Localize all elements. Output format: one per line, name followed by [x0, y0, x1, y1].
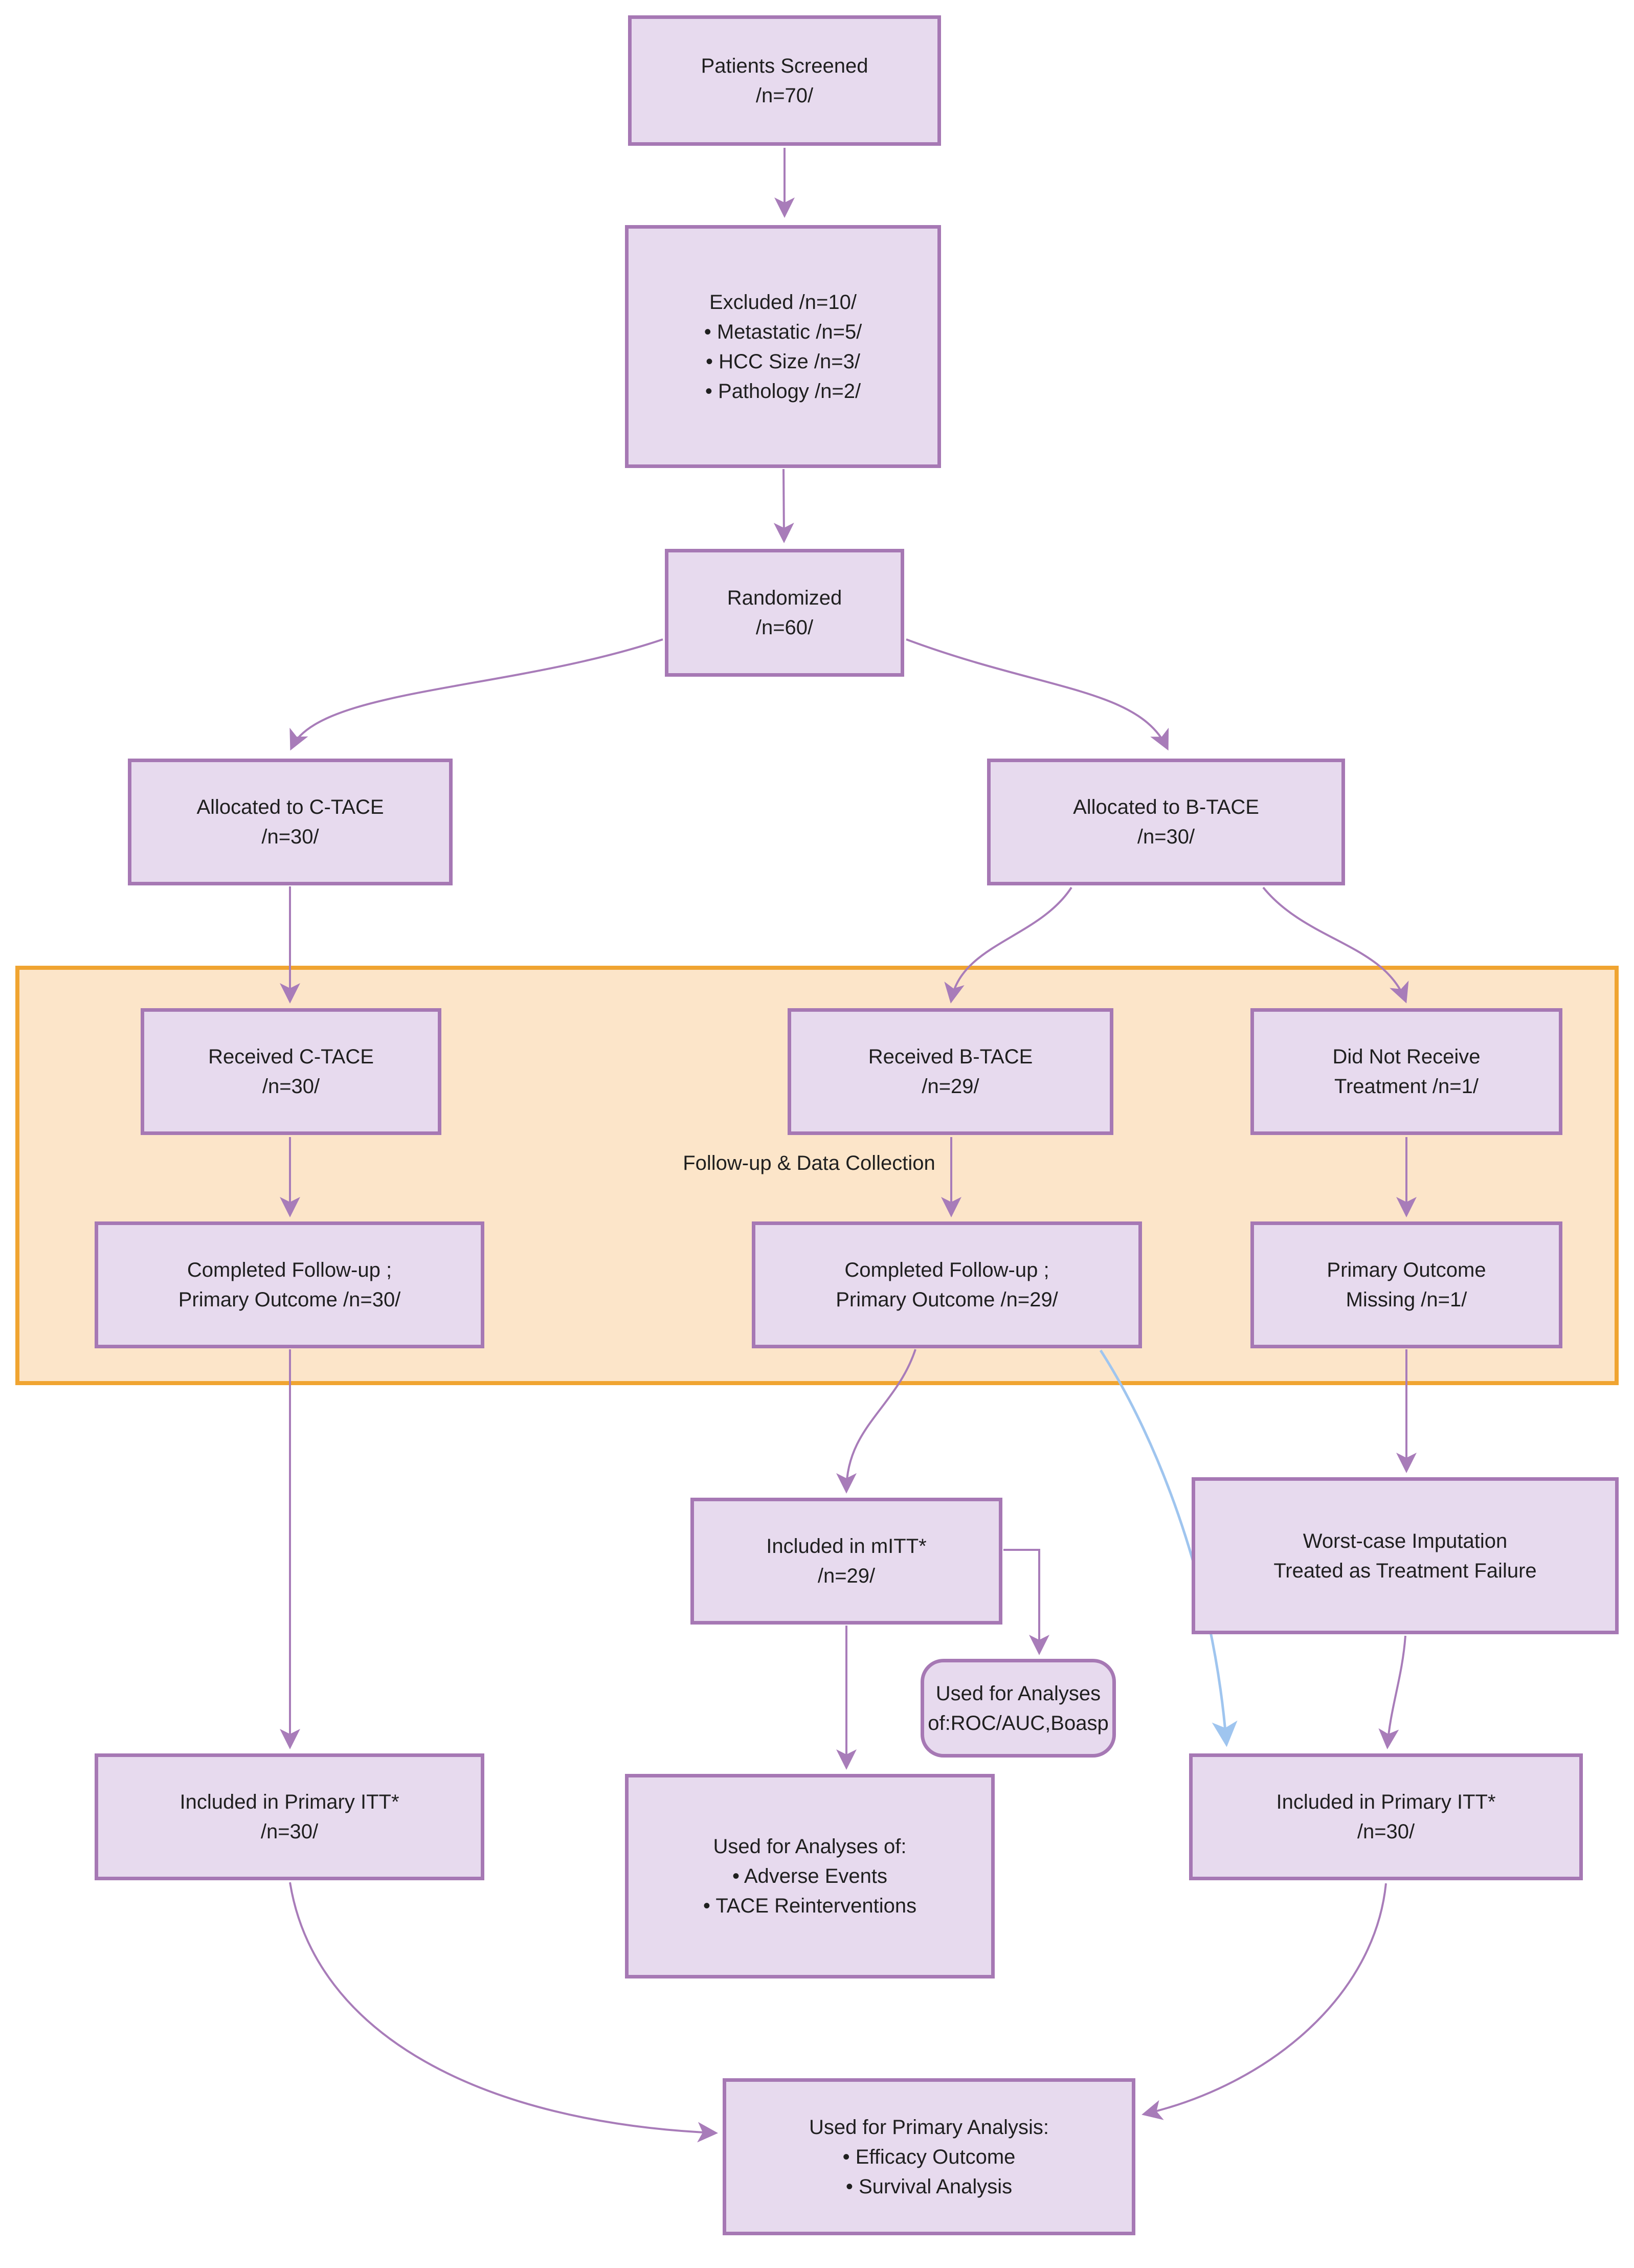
box-line: of:ROC/AUC,Boasp [928, 1711, 1109, 1735]
box-line: Treated as Treatment Failure [1273, 1559, 1537, 1582]
box-received-ctace: Received C-TACE /n=30/ [141, 1008, 441, 1135]
box-included-mitt: Included in mITT* /n=29/ [690, 1498, 1002, 1625]
box-included-itt-left: Included in Primary ITT* /n=30/ [95, 1753, 484, 1880]
box-line: Allocated to C-TACE [196, 796, 384, 818]
followup-region-label: Follow-up & Data Collection [683, 1152, 935, 1174]
box-line: /n=29/ [817, 1565, 876, 1587]
box-line: Completed Follow-up ; [844, 1259, 1049, 1281]
arrow-mitt-to-rocanalyses [1003, 1549, 1049, 1655]
box-line: Treatment /n=1/ [1334, 1075, 1479, 1098]
box-received-btace: Received B-TACE /n=29/ [788, 1008, 1113, 1135]
box-line: • Adverse Events [732, 1865, 888, 1887]
box-line: • Efficacy Outcome [842, 2145, 1016, 2168]
box-line: Randomized [727, 587, 842, 609]
box-patients-screened: Patients Screened /n=70/ [628, 15, 941, 146]
box-line: • HCC Size /n=3/ [706, 350, 860, 373]
box-completed-followup-btace: Completed Follow-up ; Primary Outcome /n… [752, 1221, 1142, 1348]
arrow-btace-to-notreceived [1262, 886, 1409, 1004]
box-line: Primary Outcome /n=29/ [836, 1288, 1058, 1311]
arrow-randomized-to-ctace [289, 638, 663, 751]
box-allocated-ctace: Allocated to C-TACE /n=30/ [128, 759, 453, 885]
box-line: /n=30/ [1357, 1820, 1415, 1843]
box-completed-followup-ctace: Completed Follow-up ; Primary Outcome /n… [95, 1221, 484, 1348]
box-line: Allocated to B-TACE [1073, 796, 1259, 818]
box-line: Missing /n=1/ [1346, 1288, 1467, 1311]
box-line: Did Not Receive [1332, 1046, 1481, 1068]
box-line: Used for Analyses of: [713, 1835, 907, 1858]
arrow-completedb-to-mitt [836, 1349, 916, 1494]
arrow-blue-completedb-to-ittright [1099, 1349, 1238, 1747]
box-line: /n=29/ [922, 1075, 979, 1098]
box-line: Used for Primary Analysis: [809, 2116, 1049, 2139]
box-line: Used for Analyses [935, 1682, 1101, 1705]
box-excluded: Excluded /n=10/ • Metastatic /n=5/ • HCC… [625, 225, 941, 468]
box-line: Patients Screened [701, 54, 868, 77]
arrow-ittright-to-primary [1141, 1883, 1387, 2120]
box-included-itt-right: Included in Primary ITT* /n=30/ [1189, 1753, 1583, 1880]
box-line: Received B-TACE [868, 1046, 1033, 1068]
box-roc-analyses: Used for Analyses of:ROC/AUC,Boasp [921, 1659, 1116, 1758]
box-line: Excluded /n=10/ [709, 291, 857, 314]
arrow-ittleft-to-primary [289, 1882, 718, 2143]
box-line: Completed Follow-up ; [187, 1259, 392, 1281]
box-line: /n=60/ [755, 616, 814, 639]
arrow-worstcase-to-ittright [1378, 1635, 1406, 1749]
box-line: Worst-case Imputation [1303, 1529, 1508, 1552]
box-did-not-receive: Did Not Receive Treatment /n=1/ [1250, 1008, 1562, 1135]
box-line: /n=30/ [260, 1820, 319, 1843]
box-line: Included in Primary ITT* [180, 1791, 399, 1813]
box-randomized: Randomized /n=60/ [665, 549, 904, 677]
box-line: Primary Outcome [1327, 1259, 1486, 1281]
box-line: • Metastatic /n=5/ [704, 320, 862, 343]
box-line: /n=30/ [262, 1075, 320, 1098]
box-line: Received C-TACE [208, 1046, 374, 1068]
box-line: Included in Primary ITT* [1276, 1791, 1496, 1813]
arrow-randomized-to-btace [906, 638, 1169, 751]
box-worst-case-imputation: Worst-case Imputation Treated as Treatme… [1192, 1477, 1619, 1634]
box-line: • Survival Analysis [845, 2175, 1013, 2198]
box-line: Primary Outcome /n=30/ [178, 1288, 401, 1311]
box-line: /n=70/ [755, 84, 814, 107]
box-allocated-btace: Allocated to B-TACE /n=30/ [987, 759, 1345, 885]
box-line: /n=30/ [1137, 826, 1195, 848]
box-line: Included in mITT* [766, 1535, 927, 1558]
arrow-btace-to-received [944, 886, 1072, 1004]
box-ae-analyses: Used for Analyses of: • Adverse Events •… [625, 1774, 995, 1978]
box-primary-outcome-missing: Primary Outcome Missing /n=1/ [1250, 1221, 1562, 1348]
box-line: /n=30/ [261, 826, 319, 848]
box-line: • TACE Reinterventions [703, 1895, 917, 1917]
box-line: • Pathology /n=2/ [705, 380, 861, 403]
box-primary-analysis: Used for Primary Analysis: • Efficacy Ou… [723, 2078, 1135, 2235]
